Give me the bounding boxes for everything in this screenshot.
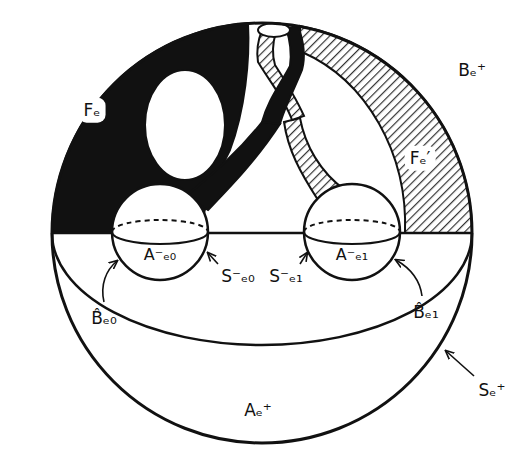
small-sphere: A⁻ₑ₀ xyxy=(110,182,210,282)
ball-label: Aₑ⁺ xyxy=(244,401,272,420)
small-sphere: A⁻ₑ₁ xyxy=(302,182,402,282)
sphere-label: A⁻ₑ₀ xyxy=(144,246,176,264)
sphere-label: Sₑ⁺ xyxy=(479,381,506,400)
sphere-outline xyxy=(110,182,210,282)
sphere-label: S⁻ₑ₀ xyxy=(221,267,255,286)
surface-label: Fₑ′ xyxy=(405,146,436,171)
disk-label: B̂ₑ₁ xyxy=(413,303,439,322)
region-label: Bₑ⁺ xyxy=(458,61,486,80)
disk-label: B̂ₑ₀ xyxy=(91,309,117,328)
sphere-label: S⁻ₑ₁ xyxy=(269,267,303,286)
sphere-label: A⁻ₑ₁ xyxy=(336,246,368,264)
surface-label: Fₑ xyxy=(79,98,106,123)
sphere-outline xyxy=(302,182,402,282)
